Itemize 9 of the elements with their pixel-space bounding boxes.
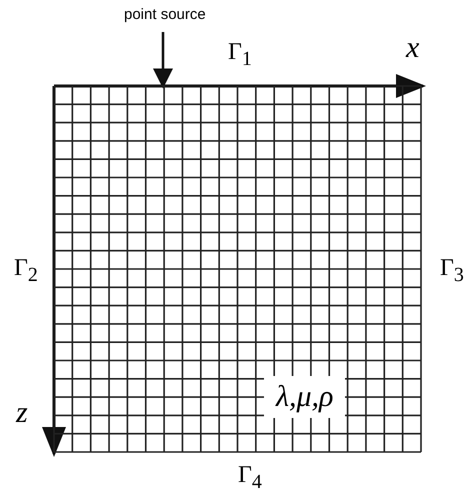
boundary-label: Γ$_{1}$ [228,40,252,69]
boundary-label: Γ$_{2}$ [14,256,38,285]
source-label: point source [124,6,204,24]
arrow [153,32,173,88]
axis-label: z [16,398,28,428]
axis-label: x [406,33,420,63]
material-parameters: λ,μ,ρ [264,376,346,418]
boundary-label: Γ$_{3}$ [440,256,464,285]
boundary-label: Γ$_{4}$ [238,463,262,492]
